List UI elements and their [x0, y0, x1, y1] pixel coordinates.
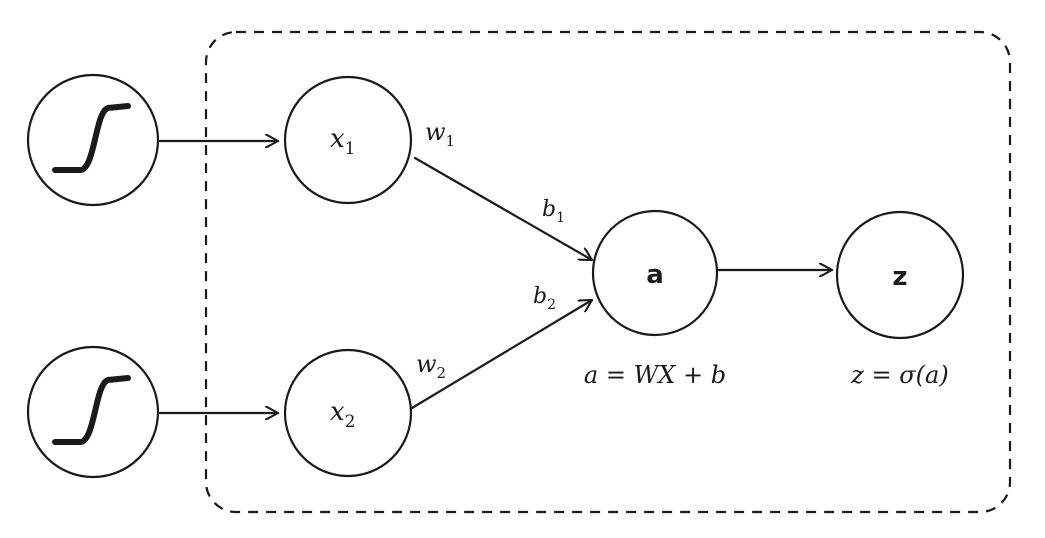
bias-label-b2: b2	[533, 284, 556, 313]
node-x2: x2	[283, 348, 413, 478]
node-x2-sub: 2	[345, 412, 356, 432]
sigmoid-icon	[52, 103, 131, 173]
node-z-label: z	[892, 262, 907, 292]
sigmoid-icon	[52, 375, 131, 445]
node-a: a	[591, 209, 719, 337]
sigmoid-input-2	[26, 345, 160, 479]
svg-text:x2: x2	[330, 397, 356, 432]
node-x2-var: x	[330, 397, 345, 427]
node-a-label: a	[646, 260, 664, 290]
node-x1-sub: 1	[345, 139, 356, 159]
equation-z: z = σ(a)	[850, 361, 948, 389]
node-z: z	[835, 210, 965, 340]
weight-label-w1: w1	[425, 118, 455, 150]
node-x1-var: x	[330, 124, 345, 154]
equation-a: a = WX + b	[584, 361, 726, 389]
sigmoid-input-1	[26, 73, 160, 207]
bias-label-b1: b1	[542, 197, 565, 226]
svg-text:x1: x1	[330, 124, 356, 159]
edge-x1-to-a	[413, 156, 594, 262]
edge-x2-to-a	[410, 298, 594, 410]
weight-label-w2: w2	[416, 350, 446, 382]
neuron-boundary	[204, 30, 1012, 514]
node-x1: x1	[283, 75, 413, 205]
